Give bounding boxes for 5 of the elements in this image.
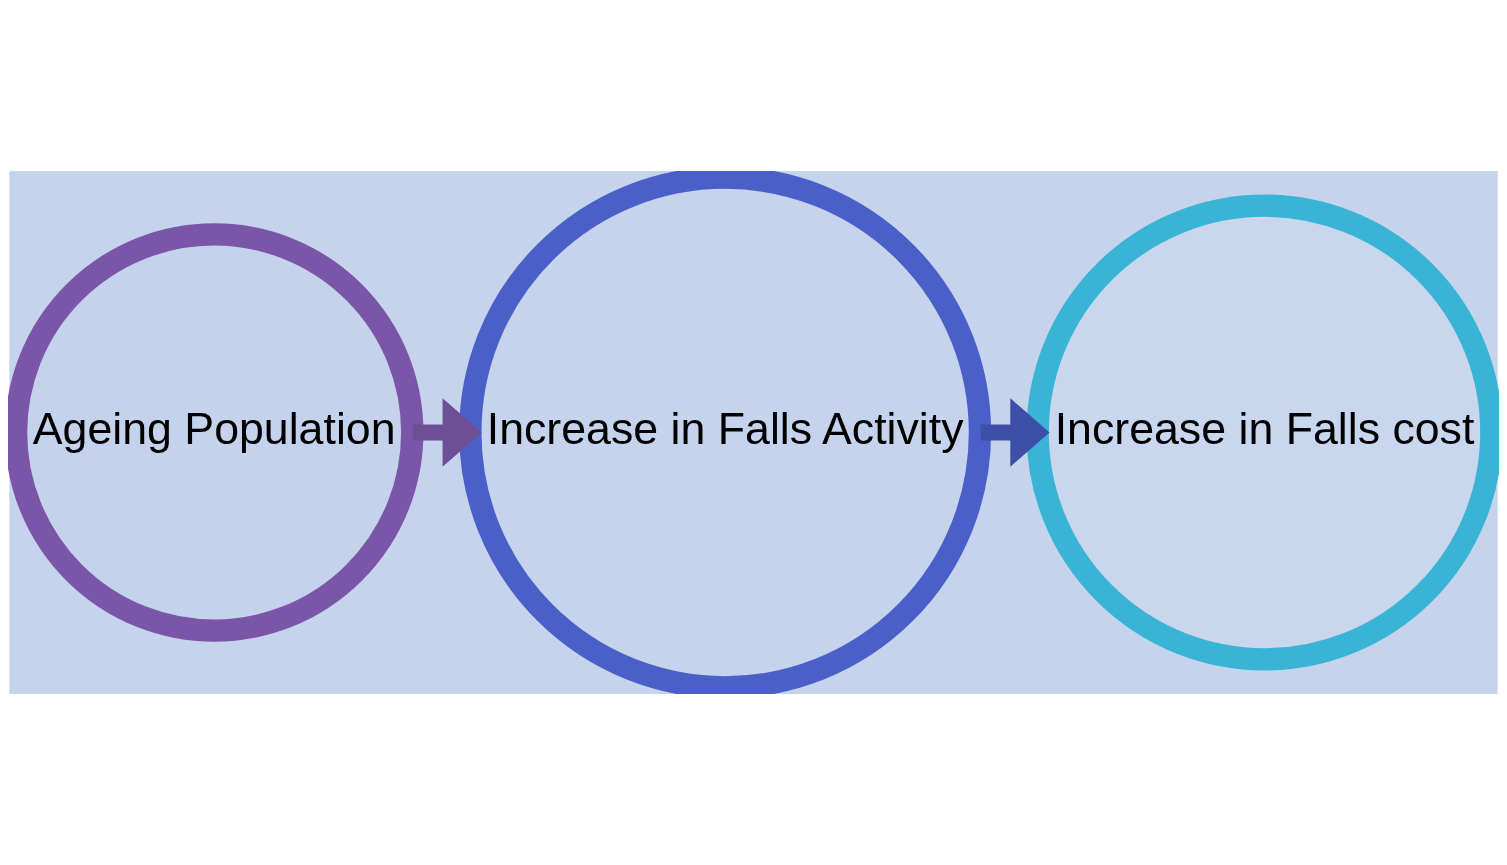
node-circle: Increase in Falls Activity — [459, 171, 992, 694]
arrow — [980, 398, 1050, 467]
node-circle: Ageing Population — [8, 223, 424, 642]
arrow — [412, 398, 482, 467]
node-circle: Increase in Falls cost — [1026, 194, 1499, 671]
